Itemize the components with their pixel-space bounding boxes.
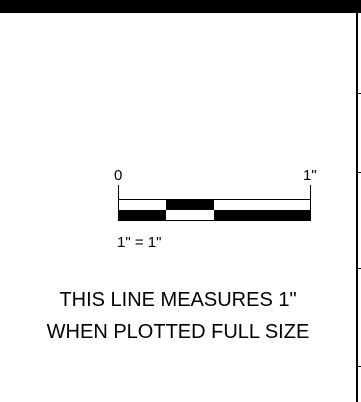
right-border xyxy=(356,0,358,402)
right-border-tick xyxy=(358,93,361,94)
scale-segment xyxy=(118,210,166,221)
right-border-tick xyxy=(358,268,361,269)
caption-line-2: WHEN PLOTTED FULL SIZE xyxy=(46,321,310,343)
scale-end-label: 1" xyxy=(303,167,317,184)
scale-outline xyxy=(118,199,311,221)
caption-line-1: THIS LINE MEASURES 1" xyxy=(59,289,297,311)
right-border-tick xyxy=(358,172,361,173)
scale-segment xyxy=(214,199,311,210)
scale-segment xyxy=(118,199,166,210)
scale-ratio-label: 1" = 1" xyxy=(117,234,162,251)
scale-segment xyxy=(214,210,311,221)
scale-start-label: 0 xyxy=(114,167,123,184)
top-border xyxy=(0,0,361,13)
scale-segment xyxy=(166,199,214,210)
right-border-tick xyxy=(358,366,361,367)
scale-segment xyxy=(166,210,214,221)
